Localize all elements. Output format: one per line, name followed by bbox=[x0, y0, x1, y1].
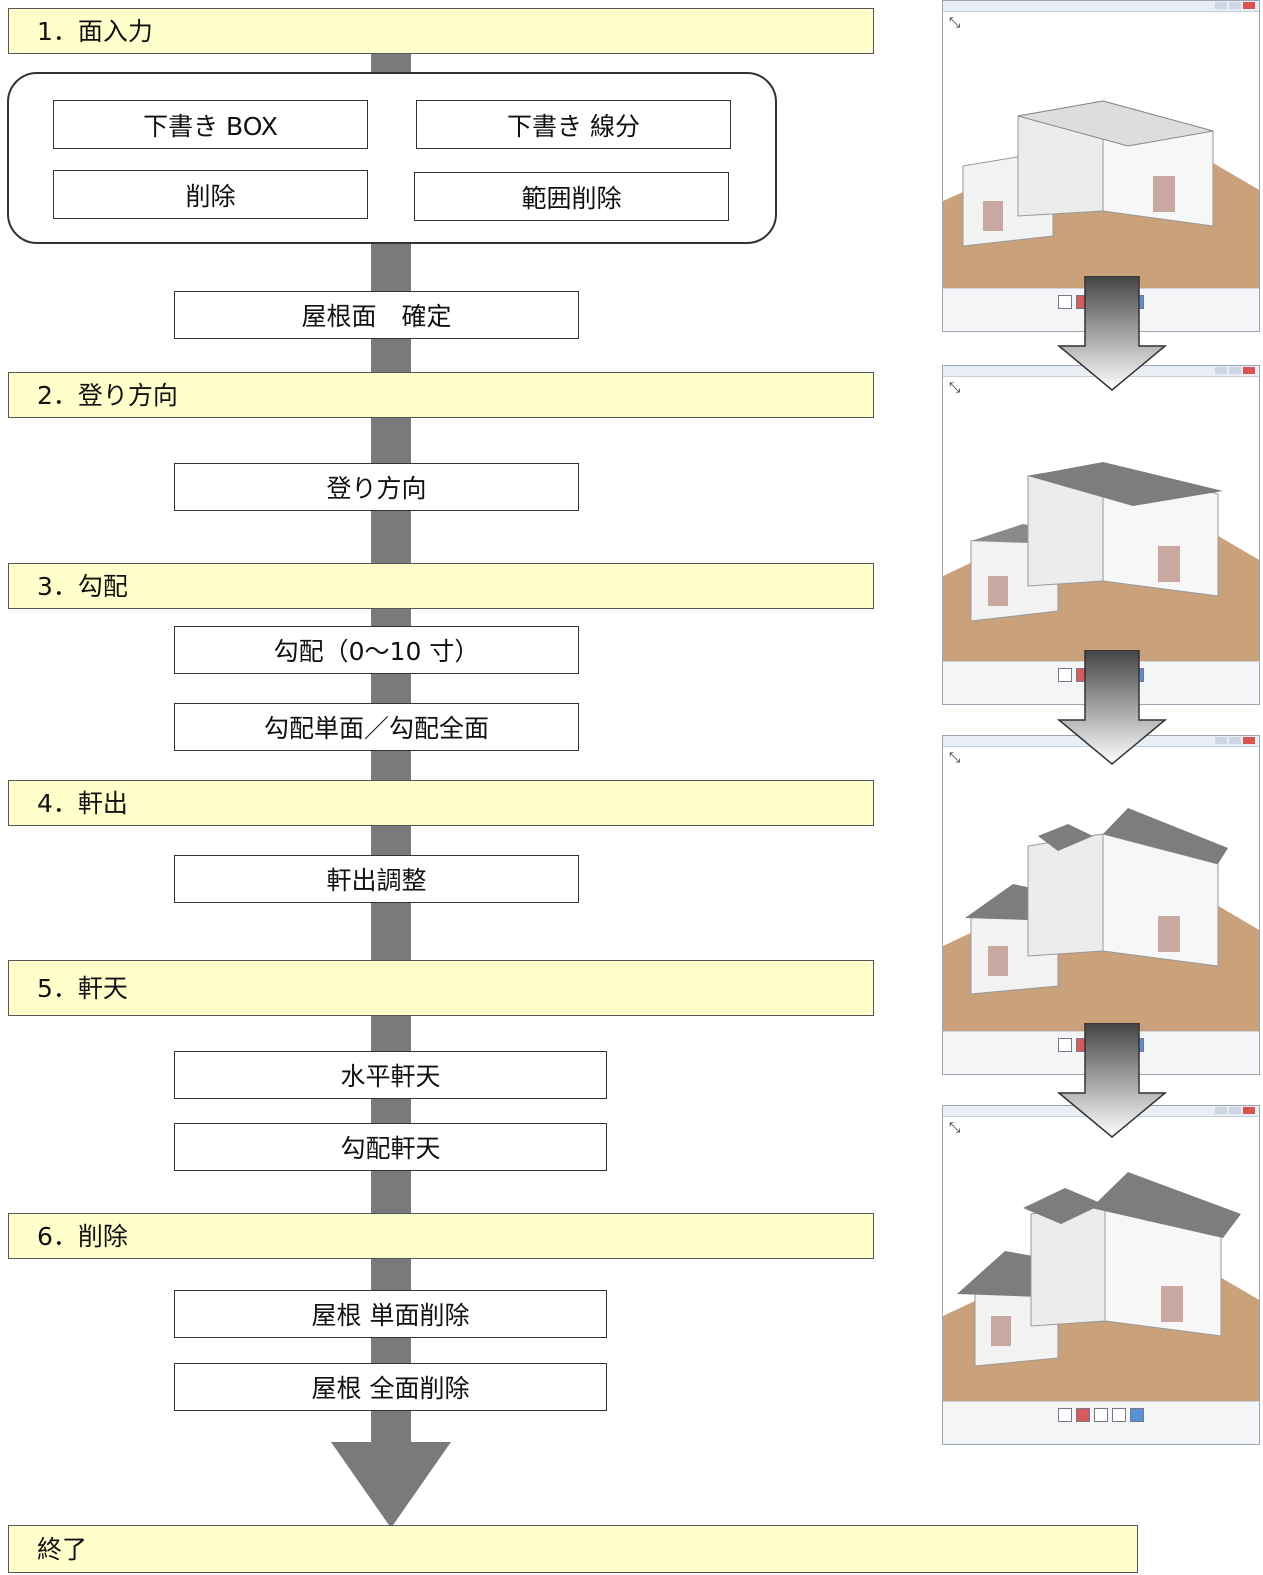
down-arrow-1 bbox=[1057, 276, 1167, 391]
roof-single-delete-button[interactable]: 屋根 単面削除 bbox=[174, 1290, 607, 1338]
flow-arrowhead bbox=[331, 1442, 451, 1528]
pitch-single-all-button[interactable]: 勾配単面／勾配全面 bbox=[174, 703, 579, 751]
slope-direction-button[interactable]: 登り方向 bbox=[174, 463, 579, 511]
stage-pitch: 3．勾配 bbox=[8, 563, 874, 609]
pointer-tool-icon: ⤡ bbox=[949, 15, 961, 31]
house-render bbox=[943, 462, 1259, 666]
delete-button[interactable]: 削除 bbox=[53, 170, 368, 219]
stage-delete: 6．削除 bbox=[8, 1213, 874, 1259]
house-render bbox=[943, 1172, 1259, 1406]
pointer-tool-icon: ⤡ bbox=[949, 1120, 961, 1136]
down-arrow-3 bbox=[1057, 1023, 1167, 1138]
screenshot-roof-outline: ⤡ bbox=[942, 0, 1260, 332]
stage-slope-direction: 2．登り方向 bbox=[8, 372, 874, 418]
pitch-button[interactable]: 勾配（0～10 寸） bbox=[174, 626, 579, 674]
screenshot-pitched-roof: ⤡ bbox=[942, 735, 1260, 1075]
pointer-tool-icon: ⤡ bbox=[949, 380, 961, 396]
eave-adjust-button[interactable]: 軒出調整 bbox=[174, 855, 579, 903]
range-delete-button[interactable]: 範囲削除 bbox=[414, 172, 729, 221]
roof-face-confirm-button[interactable]: 屋根面 確定 bbox=[174, 291, 579, 339]
house-render bbox=[943, 808, 1259, 1036]
horizontal-soffit-button[interactable]: 水平軒天 bbox=[174, 1051, 607, 1099]
stage-face-input: 1．面入力 bbox=[8, 8, 874, 54]
stage-end: 終了 bbox=[8, 1525, 1138, 1573]
screenshot-roof-eaves: ⤡ bbox=[942, 1105, 1260, 1445]
draft-box-button[interactable]: 下書き BOX bbox=[53, 100, 368, 149]
down-arrow-2 bbox=[1057, 650, 1167, 765]
house-render bbox=[943, 100, 1259, 291]
pitched-soffit-button[interactable]: 勾配軒天 bbox=[174, 1123, 607, 1171]
stage-soffit: 5．軒天 bbox=[8, 960, 874, 1016]
roof-all-delete-button[interactable]: 屋根 全面削除 bbox=[174, 1363, 607, 1411]
stage-eave-projection: 4．軒出 bbox=[8, 780, 874, 826]
pointer-tool-icon: ⤡ bbox=[949, 750, 961, 766]
draft-line-button[interactable]: 下書き 線分 bbox=[416, 100, 731, 149]
screenshot-flat-roof: ⤡ bbox=[942, 365, 1260, 705]
